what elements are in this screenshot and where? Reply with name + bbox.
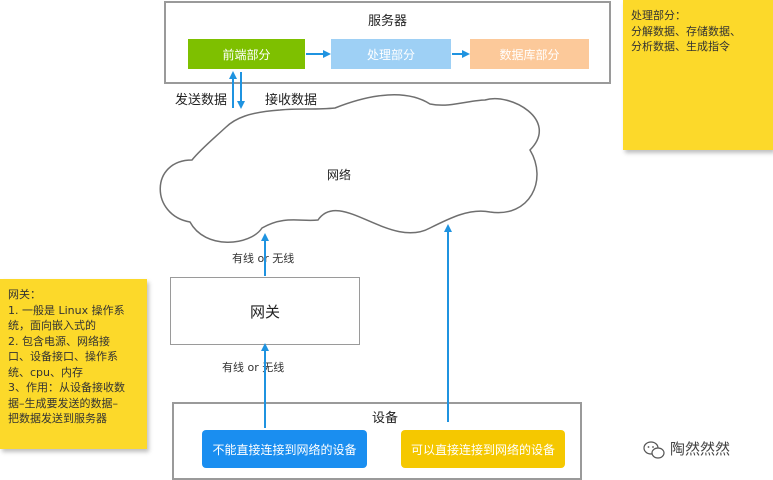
gateway-note-line: 统、cpu、内存 [8, 365, 84, 379]
gateway-note-line: 3、作用：从设备接收数 [8, 381, 125, 394]
devices-title: 设备 [371, 411, 398, 426]
gateway-note-line: 1. 一般是 Linux 操作系 [8, 303, 125, 317]
network-label: 网络 [327, 168, 352, 182]
frontend-box: 前端部分 [188, 39, 305, 69]
receive-data-label: 接收数据 [265, 93, 318, 108]
gateway-note-line: 据–生成要发送的数据– [8, 396, 118, 410]
processing-label: 处理部分 [366, 47, 415, 62]
link-label-upper: 有线 or 无线 [232, 252, 295, 265]
processing-note-line: 分解数据、存储数据、 [631, 24, 741, 38]
watermark-text: 陶然然然 [670, 440, 731, 458]
database-box: 数据库部分 [470, 39, 589, 69]
gateway-note-line: 网关： [8, 288, 41, 301]
gateway-note-line: 2. 包含电源、网络接 [8, 334, 110, 348]
gateway-note-line: 把数据发送到服务器 [8, 412, 107, 425]
can-connect-device: 可以直接连接到网络的设备 [401, 430, 565, 468]
database-label: 数据库部分 [499, 47, 560, 62]
processing-note: 处理部分： 分解数据、存储数据、 分析数据、生成指令 [623, 0, 773, 150]
server-title: 服务器 [367, 14, 407, 29]
gateway-label: 网关 [249, 303, 280, 321]
processing-note-line: 分析数据、生成指令 [631, 40, 730, 53]
processing-note-line: 处理部分： [631, 9, 686, 22]
can-connect-label: 可以直接连接到网络的设备 [410, 442, 555, 457]
send-data-label: 发送数据 [175, 93, 228, 108]
processing-box: 处理部分 [331, 39, 451, 69]
cannot-connect-device: 不能直接连接到网络的设备 [202, 430, 367, 468]
link-label-lower: 有线 or 无线 [222, 361, 285, 374]
network-cloud [159, 94, 540, 243]
gateway-box [170, 277, 360, 345]
wechat-icon [643, 441, 665, 459]
gateway-note-line: 口、设备接口、操作系 [8, 350, 118, 363]
cannot-connect-label: 不能直接连接到网络的设备 [212, 442, 357, 457]
gateway-note: 网关： 1. 一般是 Linux 操作系 统，面向嵌入式的 2. 包含电源、网络… [0, 279, 147, 449]
gateway-note-line: 统，面向嵌入式的 [8, 319, 96, 332]
frontend-label: 前端部分 [222, 47, 271, 62]
